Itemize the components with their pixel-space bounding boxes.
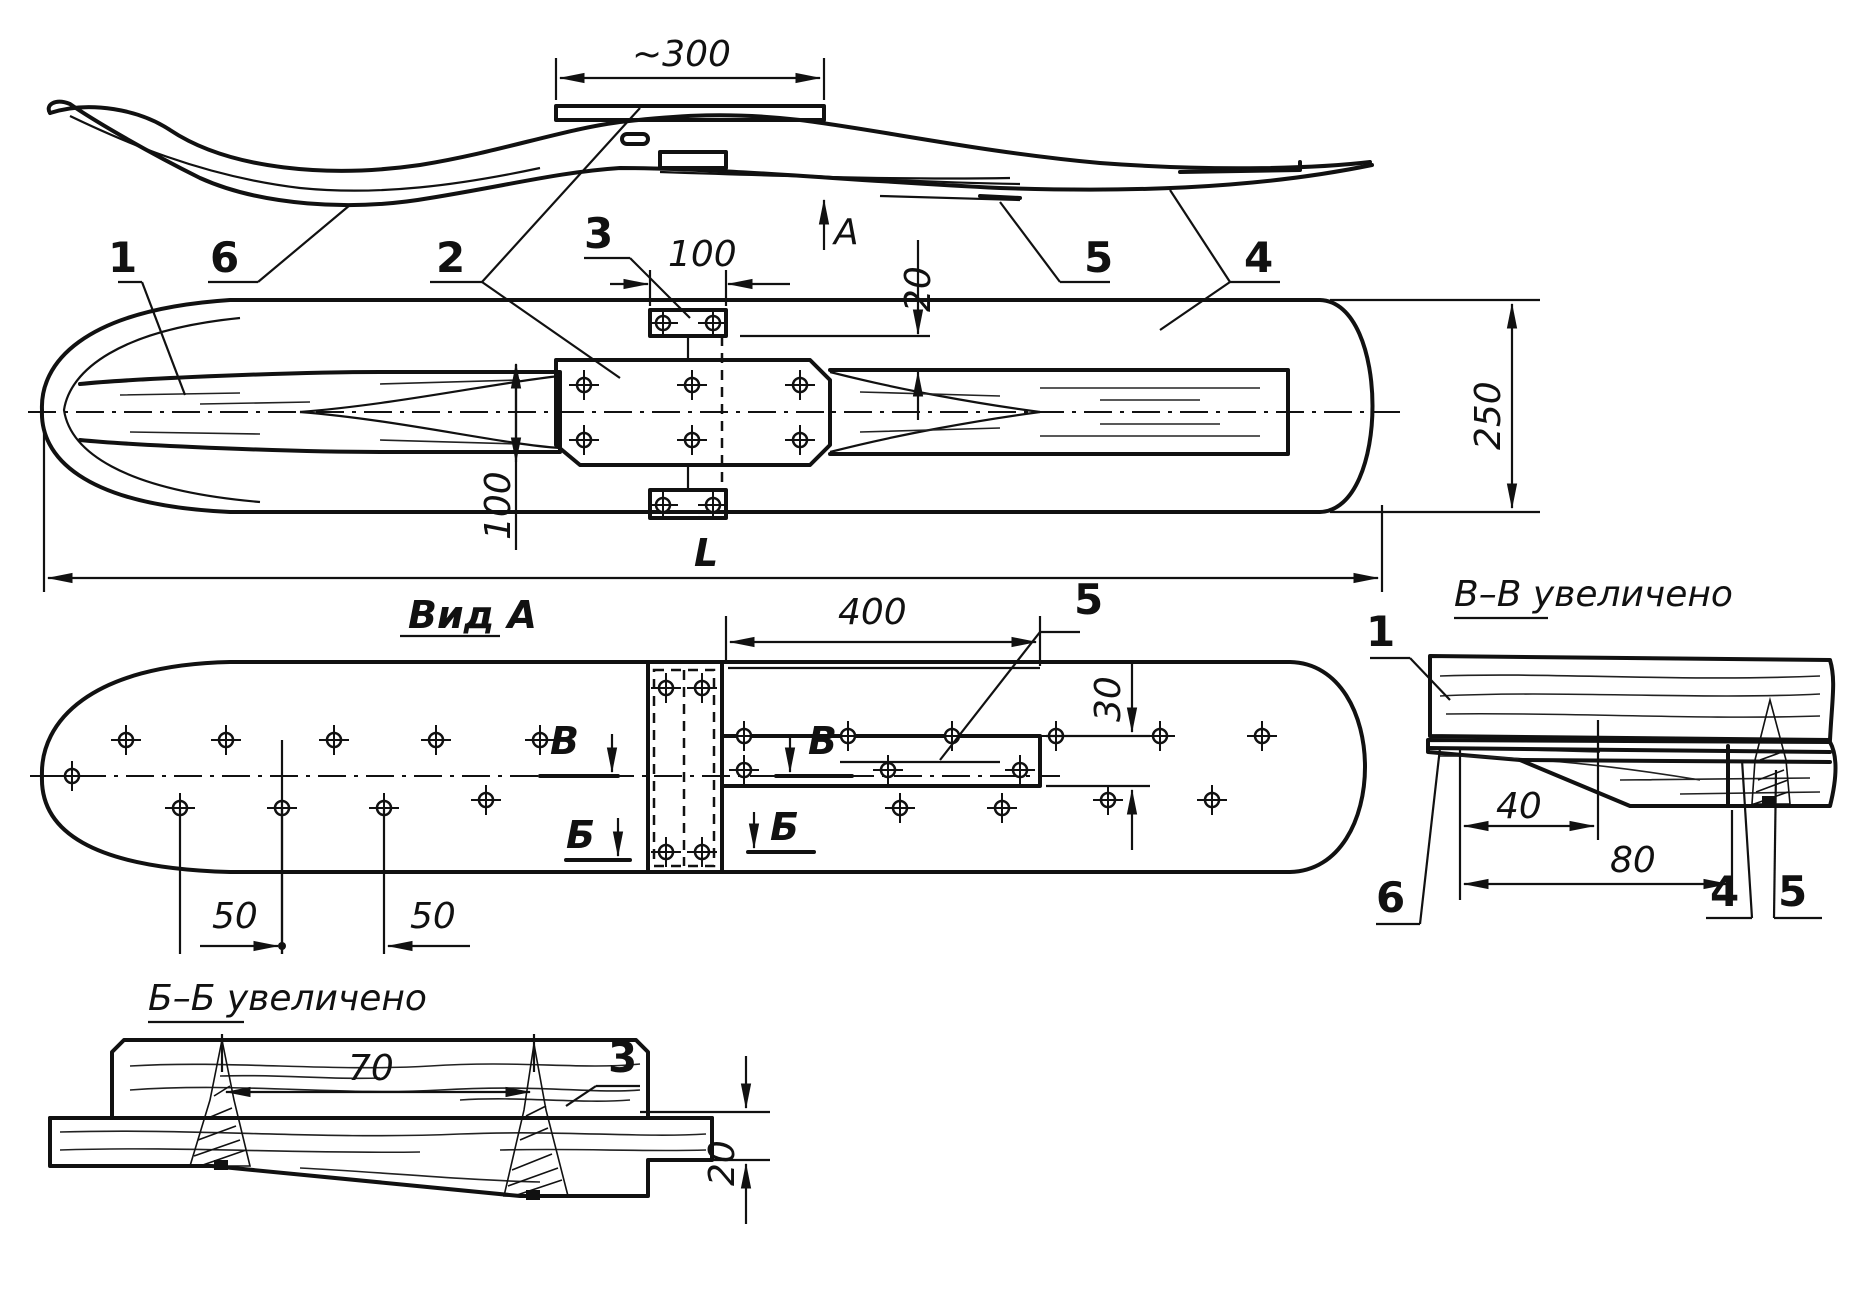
callout-1: 1 (108, 233, 137, 282)
plan-view (28, 298, 1400, 522)
callout-4: 4 (1244, 233, 1273, 282)
cut-mark-b-2: Б (770, 805, 799, 849)
section-v-callout-4: 4 (1710, 867, 1739, 916)
section-v-dims: 40 80 1 6 4 5 (1366, 607, 1822, 926)
section-v-title: В–В увеличено (1454, 574, 1733, 615)
callout-2: 2 (436, 233, 465, 282)
callout-3: 3 (584, 209, 613, 258)
dim-300-label: ~300 (632, 34, 731, 75)
plan-dims: 100 20 250 100 L (42, 234, 1540, 592)
dim-400-label: 400 (838, 592, 907, 633)
callout-6: 6 (210, 233, 239, 282)
section-v-callout-5: 5 (1778, 867, 1807, 916)
dim-20-top-label: 20 (898, 266, 939, 312)
dim-80-label: 80 (1610, 840, 1656, 881)
view-a: Вид А (30, 593, 1367, 874)
dim-300: ~300 (554, 34, 826, 100)
section-v-title-suffix: увеличено (1521, 574, 1733, 615)
dim-50-left-label: 50 (212, 896, 258, 937)
section-v-callout-6: 6 (1376, 873, 1405, 922)
section-b-callout-3: 3 (608, 1033, 637, 1082)
dim-L-label: L (694, 531, 718, 575)
section-b-title-suffix: увеличено (215, 978, 427, 1019)
view-a-callout-5: 5 (1074, 575, 1103, 624)
arrow-a-label: A (832, 212, 859, 253)
dim-100-top-label: 100 (668, 234, 737, 275)
section-b-dims: 70 20 3 (220, 1033, 770, 1224)
view-a-title: Вид А (408, 593, 537, 637)
section-v-callout-1: 1 (1366, 607, 1395, 656)
cut-mark-b-1: Б (566, 813, 595, 857)
dim-100-side-label: 100 (478, 471, 519, 540)
dim-30-label: 30 (1088, 676, 1129, 722)
side-view (46, 99, 1374, 208)
section-b-title-prefix: Б–Б (148, 978, 215, 1019)
view-a-dims: 400 30 5 50 50 (178, 575, 1150, 954)
section-v-title-prefix: В–В (1454, 574, 1521, 615)
top-callouts: 1 6 2 3 5 4 (108, 107, 1280, 396)
callout-5: 5 (1084, 233, 1113, 282)
cut-mark-v-2: В (808, 719, 837, 763)
dim-40-label: 40 (1496, 786, 1542, 827)
section-v-v: В–В увеличено (1426, 574, 1838, 808)
dim-250-label: 250 (1468, 381, 1509, 450)
section-b-b: Б–Б увеличено (48, 978, 714, 1200)
dim-70-label: 70 (348, 1048, 394, 1089)
dim-50-right-label: 50 (410, 896, 456, 937)
cut-mark-v-1: В (550, 719, 579, 763)
section-b-title: Б–Б увеличено (148, 978, 427, 1019)
dim-20-bb-label: 20 (702, 1140, 743, 1186)
view-arrow-a: A (818, 198, 859, 253)
